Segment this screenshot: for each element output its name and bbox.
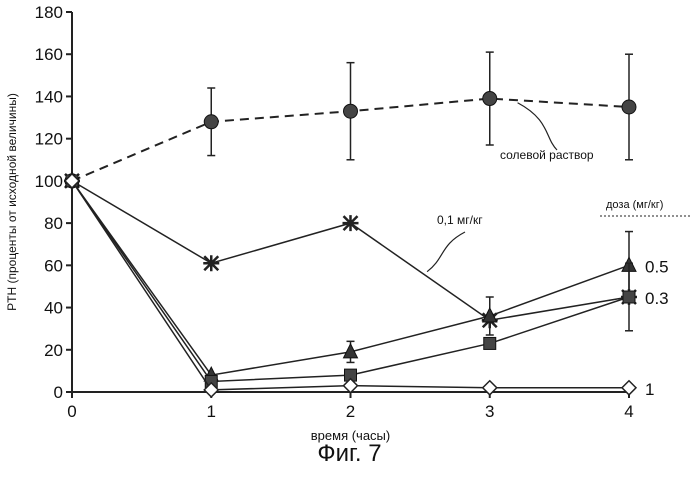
- data-point: [623, 291, 635, 303]
- data-point: [203, 255, 219, 271]
- y-tick-label: 120: [35, 130, 63, 149]
- x-tick-label: 2: [346, 402, 355, 421]
- annotation-dose-01: 0,1 мг/кг: [437, 213, 483, 227]
- y-tick-label: 0: [54, 383, 63, 402]
- x-tick-label: 3: [485, 402, 494, 421]
- series-end-label: 1: [645, 380, 654, 399]
- x-tick-label: 1: [207, 402, 216, 421]
- y-tick-label: 100: [35, 172, 63, 191]
- y-tick-label: 180: [35, 3, 63, 22]
- series-end-label: 0.5: [645, 257, 669, 276]
- series-end-label: 0.3: [645, 289, 669, 308]
- data-point: [622, 100, 636, 114]
- x-tick-label: 4: [624, 402, 633, 421]
- annotation-pointer: [518, 103, 557, 150]
- y-tick-label: 40: [44, 299, 63, 318]
- legend-title: доза (мг/кг): [606, 199, 663, 211]
- y-tick-label: 80: [44, 214, 63, 233]
- x-tick-label: 0: [67, 402, 76, 421]
- data-point: [484, 337, 496, 349]
- figure-caption: Фиг. 7: [0, 440, 699, 468]
- y-tick-label: 140: [35, 87, 63, 106]
- y-axis-label: PTH (проценты от исходной величины): [5, 93, 19, 311]
- data-point: [343, 215, 359, 231]
- y-tick-label: 60: [44, 256, 63, 275]
- data-point: [204, 115, 218, 129]
- series-line: [72, 181, 629, 320]
- y-tick-label: 20: [44, 341, 63, 360]
- annotation-saline: солевой раствор: [500, 148, 594, 162]
- data-point: [344, 104, 358, 118]
- y-tick-label: 160: [35, 45, 63, 64]
- data-point: [483, 92, 497, 106]
- annotation-pointer: [427, 232, 465, 272]
